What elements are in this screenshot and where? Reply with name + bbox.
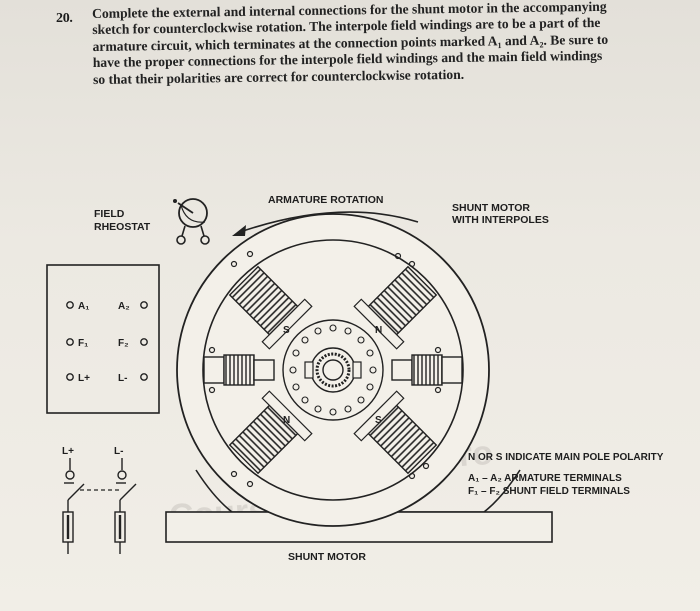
pole-label-s-top: S (283, 325, 290, 336)
interpole-right (391, 354, 463, 386)
terminal-a1: A₁ (78, 301, 89, 312)
field-rheostat: FIELD RHEOSTAT (94, 198, 210, 245)
main-pole-top-right (353, 265, 438, 350)
legend-pole-polarity: N OR S INDICATE MAIN POLE POLARITY (468, 452, 664, 463)
shunt-motor-interpoles-label-2: WITH INTERPOLES (452, 214, 549, 226)
pole-label-s-bottom: S (375, 415, 382, 426)
field-rheostat-label-1: FIELD (94, 208, 125, 220)
main-pole-bottom-right (353, 390, 438, 475)
pole-label-n-top: N (375, 325, 382, 336)
line-switch-and-fuses: L+ L- (62, 446, 137, 554)
line-minus-label: L- (114, 446, 123, 457)
armature (282, 319, 384, 421)
terminal-f2: F₂ (118, 338, 129, 349)
main-pole-top-left (228, 265, 313, 350)
shunt-motor-interpoles-label-1: SHUNT MOTOR (452, 202, 530, 214)
legend-shunt-field-terminals: F₁ – F₂ SHUNT FIELD TERMINALS (468, 486, 630, 497)
question-number: 20. (56, 11, 73, 26)
terminal-box: A₁ A₂ F₁ F₂ L+ L- (46, 264, 160, 414)
terminal-l-plus: L+ (78, 373, 90, 384)
main-pole-bottom-left (228, 390, 313, 475)
field-rheostat-label-2: RHEOSTAT (94, 221, 151, 233)
terminal-f1: F₁ (78, 338, 88, 349)
armature-rotation-label: ARMATURE ROTATION (268, 194, 384, 206)
figure-caption: SHUNT MOTOR (288, 551, 366, 563)
pole-label-n-bottom: N (283, 415, 290, 426)
terminal-l-minus: L- (118, 373, 127, 384)
armature-rotation-indicator: ARMATURE ROTATION (232, 194, 419, 236)
terminal-a2: A₂ (118, 301, 130, 312)
legend-armature-terminals: A₁ – A₂ ARMATURE TERMINALS (468, 473, 622, 484)
line-plus-label: L+ (62, 446, 74, 457)
legend: N OR S INDICATE MAIN POLE POLARITY A₁ – … (468, 452, 664, 497)
interpole-left (203, 354, 275, 386)
winding-lead-terminals (208, 250, 442, 488)
